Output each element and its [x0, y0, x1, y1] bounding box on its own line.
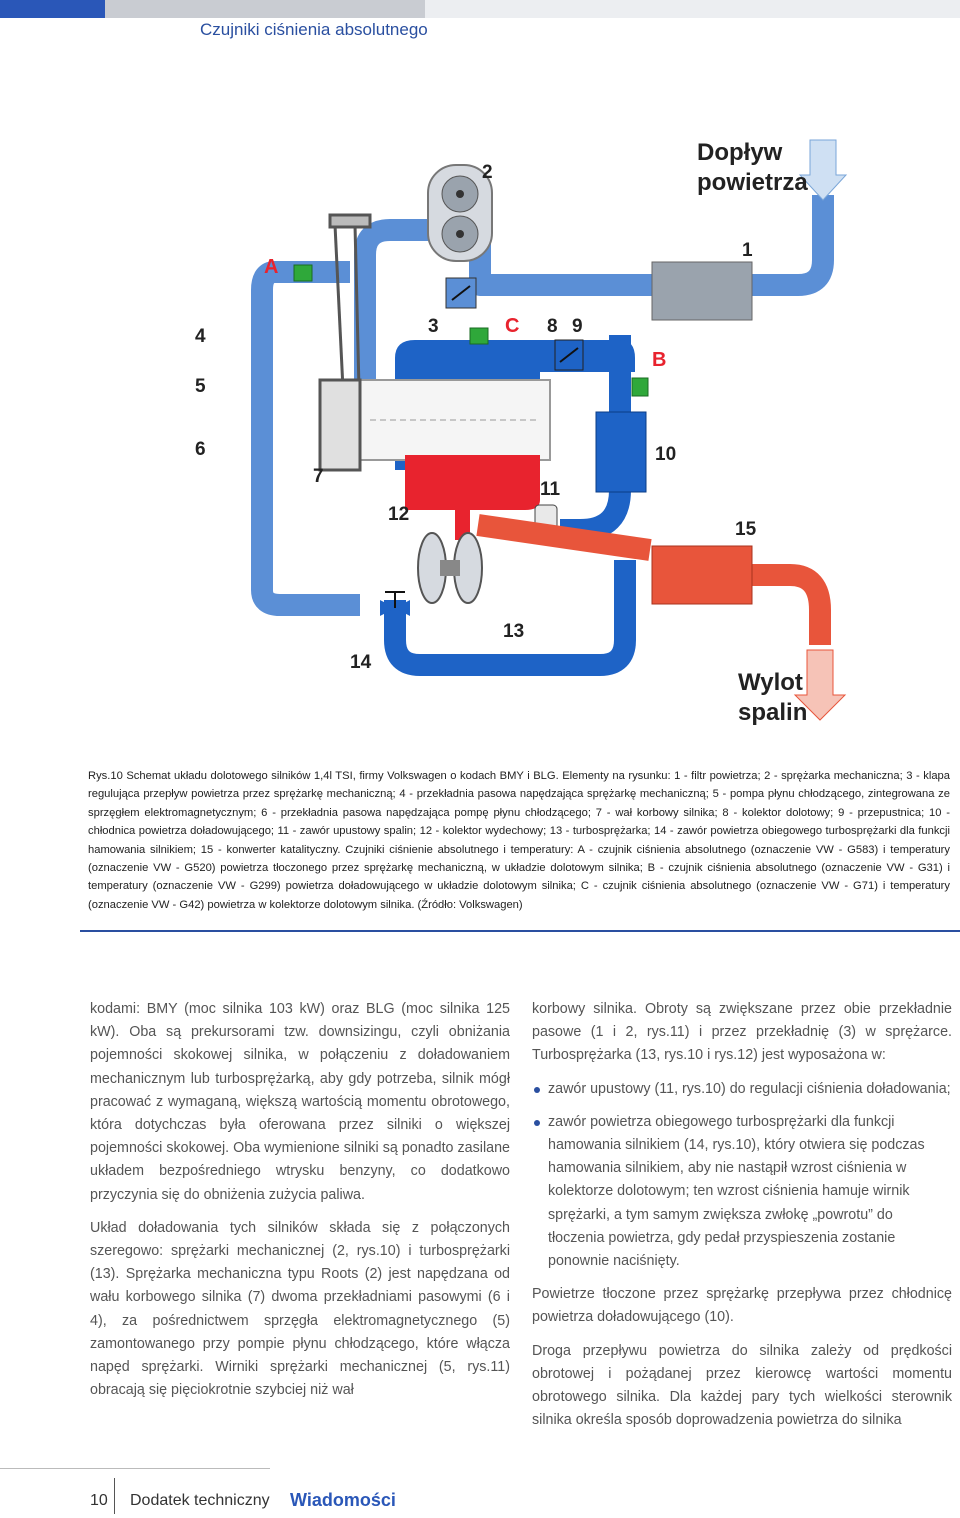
label-5: 5: [195, 376, 206, 397]
supercharger: [427, 164, 493, 262]
footer-rule: [0, 1468, 270, 1469]
label-11: 11: [540, 479, 561, 500]
bullet-icon: [534, 1086, 540, 1093]
footer-separator: [114, 1478, 115, 1514]
label-9: 9: [572, 316, 583, 337]
label-2: 2: [482, 162, 493, 183]
label-14: 14: [350, 652, 372, 673]
footer-section-title: Dodatek techniczny: [130, 1492, 270, 1509]
page-number: 10: [90, 1492, 108, 1509]
body-column-left: kodami: BMY (moc silnika 103 kW) oraz BL…: [90, 998, 510, 1412]
label-13: 13: [503, 621, 524, 642]
label-15: 15: [735, 519, 757, 540]
body-paragraph: Droga przepływu powietrza do silnika zal…: [532, 1342, 952, 1429]
body-paragraph: kodami: BMY (moc silnika 103 kW) oraz BL…: [90, 1001, 510, 1203]
label-4: 4: [195, 326, 206, 347]
exhaust-pipe: [476, 514, 831, 645]
air-inflow-label-line1: Dopływ: [697, 139, 783, 166]
bullet-icon: [534, 1119, 540, 1126]
sensor-a-icon: [293, 264, 313, 282]
label-10: 10: [655, 444, 676, 465]
list-item: zawór upustowy (11, rys.10) do regulacji…: [532, 1078, 952, 1101]
label-8: 8: [547, 316, 558, 337]
figure-caption: Rys.10 Schemat układu dolotowego silnikó…: [88, 770, 950, 911]
label-1: 1: [742, 240, 753, 261]
feature-list: zawór upustowy (11, rys.10) do regulacji…: [532, 1078, 952, 1274]
turbo-bypass-valve: [380, 591, 410, 616]
sensor-c-icon: [469, 327, 489, 345]
catalytic-converter: [651, 545, 753, 605]
intake-system-diagram: Dopływ powietrza Wylot spalin 1 2 3 4 5 …: [195, 139, 848, 726]
label-7: 7: [313, 466, 324, 487]
exhaust-outflow-label-line2: spalin: [738, 699, 807, 726]
body-column-right: korbowy silnika. Obroty są zwiększane pr…: [532, 998, 952, 1442]
exhaust-manifold: [405, 455, 540, 540]
exhaust-outflow-label-line1: Wylot: [738, 669, 803, 696]
label-3: 3: [428, 316, 439, 337]
label-6: 6: [195, 439, 206, 460]
page-header-title: Czujniki ciśnienia absolutnego: [200, 20, 428, 39]
body-paragraph: Powietrze tłoczone przez sprężarkę przep…: [532, 1286, 952, 1326]
air-filter: [651, 261, 753, 321]
label-a: A: [264, 256, 278, 278]
label-b: B: [652, 349, 666, 371]
footer-brand-logo: Wiadomości: [290, 1490, 396, 1510]
air-inflow-label-line2: powietrza: [697, 169, 808, 196]
sensor-b-icon: [631, 377, 649, 397]
turbocharger: [417, 532, 483, 604]
label-12: 12: [388, 504, 409, 525]
list-item: zawór powietrza obiegowego turbosprężark…: [532, 1111, 952, 1273]
belt-drive: [318, 213, 372, 472]
caption-divider: [80, 930, 960, 932]
top-decoration-bar: [0, 0, 960, 18]
exhaust-outflow-arrow: [793, 649, 847, 721]
body-paragraph: korbowy silnika. Obroty są zwiększane pr…: [532, 1001, 952, 1064]
body-paragraph: Układ doładowania tych silników składa s…: [90, 1219, 510, 1399]
air-inflow-arrow: [798, 139, 848, 201]
label-c: C: [505, 315, 519, 337]
intercooler: [595, 411, 647, 493]
